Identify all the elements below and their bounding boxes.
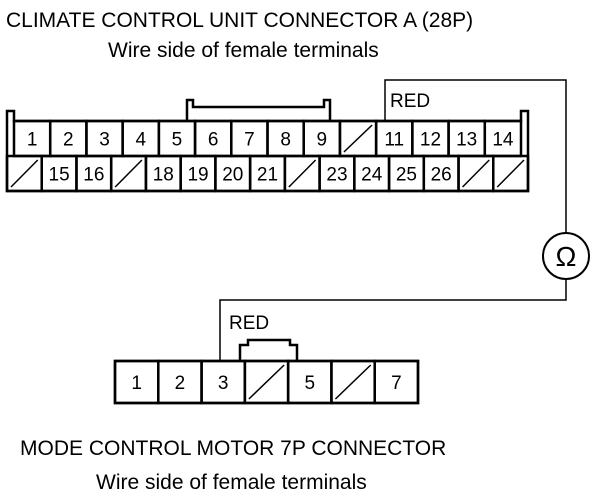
connector-a-row2-pin-number: 21: [257, 165, 278, 186]
connector-a-subtitle: Wire side of female terminals: [108, 39, 379, 62]
connector-a-row2-pin-number: 26: [431, 165, 452, 186]
connector-a-row1-pin-number: 5: [172, 130, 183, 151]
motor-connector-pin-number: 7: [391, 373, 402, 394]
connector-a-row2-pin-number: 18: [153, 165, 174, 186]
connector-a-row1-cell: [338, 119, 378, 158]
motor-connector-empty-cavity-slash: [334, 364, 372, 400]
connector-a-row1-pin-number: 8: [280, 130, 291, 151]
connector-a-row1-cell: 11: [374, 119, 414, 158]
connector-a-row1-cell: 3: [85, 119, 124, 158]
connector-a-row2-cell: [5, 154, 43, 193]
motor-connector-cavity: [373, 359, 420, 405]
connector-a-row1-cell: 9: [302, 119, 342, 158]
motor-connector-pin-number: 2: [175, 373, 186, 394]
connector-a-row1-pin-number: 3: [99, 130, 110, 151]
connector-a-row1-pin-number: 12: [420, 130, 441, 151]
connector-a-row2-cell: 20: [214, 154, 252, 193]
connector-a-row2-cell: [109, 154, 148, 193]
motor-connector-latch: [238, 338, 299, 361]
motor-connector-empty-cavity-slash: [248, 364, 285, 400]
connector-a-row2-cell: 16: [75, 154, 113, 193]
connector-a-row2-pin-number: 23: [326, 165, 347, 186]
ohmmeter-circle: [542, 232, 590, 280]
connector-a-row1-cell: 8: [266, 119, 305, 158]
connector-a-row2-cavity: [492, 154, 530, 193]
connector-a-row2-cell: [492, 154, 530, 193]
connector-a-row1-cell: 13: [447, 119, 487, 158]
connector-a-row2-empty-cavity-slash: [114, 159, 143, 188]
motor-connector-cells: 1 2 3 5 7: [113, 359, 420, 405]
connector-a-row2-pin-number: 16: [83, 165, 104, 186]
connector-a-row2-cell: 25: [387, 154, 426, 193]
connector-a-row1-pin-number: 14: [492, 130, 514, 151]
connector-a-row2-cell: [283, 154, 321, 193]
motor-connector-cell: 3: [200, 359, 247, 405]
motor-connector-pin-number: 3: [218, 373, 229, 394]
motor-connector: 1 2 3 5 7: [113, 338, 420, 405]
connector-a-row2-cell: 15: [40, 154, 78, 193]
motor-connector-cell: 5: [286, 359, 333, 405]
bottom-wire-color-label: RED: [229, 313, 269, 334]
connector-a-row1-cell: 1: [12, 119, 52, 158]
connector-a-row1-cell: 12: [411, 119, 450, 158]
connector-a-row1-pin-number: 11: [384, 130, 404, 151]
top-wire: [384, 79, 567, 232]
connector-a-row2-empty-cavity-slash: [10, 159, 39, 188]
bottom-wire: [219, 280, 567, 361]
connector-a-row1-pin-number: 7: [244, 130, 255, 151]
connector-a-row1-pin-number: 2: [63, 130, 74, 151]
motor-connector-pin-number: 5: [304, 373, 315, 394]
connector-a-row1-pin-number: 6: [208, 130, 219, 151]
ohm-icon: Ω: [556, 241, 577, 272]
connector-a-row2-cell: 19: [179, 154, 217, 193]
connector-a-row2-pin-number: 24: [361, 165, 383, 186]
connector-a-row2-cell: 24: [353, 154, 391, 193]
motor-connector-cell: 2: [157, 359, 203, 405]
connector-a-row2-pin-number: 20: [222, 165, 243, 186]
motor-connector-pin-number: 1: [131, 373, 142, 394]
connector-a-row1-cell: 14: [483, 119, 523, 158]
connector-a-row1-cell: 7: [230, 119, 269, 158]
connector-a-row2-cell: 26: [422, 154, 460, 193]
connector-a-row2-cell: 23: [318, 154, 356, 193]
motor-connector-cell: 7: [373, 359, 420, 405]
connector-a-row1-pin-number: 4: [135, 130, 146, 151]
connector-a-row1-pin-number: 9: [317, 130, 328, 151]
connector-a-row2-empty-cavity-slash: [496, 159, 525, 188]
motor-connector-title: MODE CONTROL MOTOR 7P CONNECTOR: [20, 437, 446, 460]
connector-a-row1-cell: 4: [121, 119, 161, 158]
connector-a-row2-cell: [457, 154, 495, 193]
top-wire-color-label: RED: [390, 91, 430, 112]
connector-a-row2-cell: 18: [144, 154, 182, 193]
motor-connector-cell: [243, 359, 290, 405]
motor-connector-cell: 1: [113, 359, 160, 405]
connector-a-row2-empty-cavity-slash: [462, 159, 490, 188]
connector-a-row1-pin-number: 13: [456, 130, 477, 151]
meter-circuit: [219, 79, 590, 361]
connector-a-title: CLIMATE CONTROL UNIT CONNECTOR A (28P): [6, 9, 473, 32]
connector-a-row2: 15 16 18 19 20 21 23 24 25 26: [5, 154, 530, 193]
connector-a-row2-empty-cavity-slash: [288, 159, 317, 188]
connector-a-row1-cell: 5: [157, 119, 197, 158]
motor-connector-cell: [330, 359, 376, 405]
connector-a-row1-empty-cavity-slash: [343, 124, 373, 153]
connector-a-row2-pin-number: 25: [396, 165, 417, 186]
connector-a-row2-pin-number: 15: [49, 165, 70, 186]
connector-a-row2-pin-number: 19: [187, 165, 208, 186]
connector-a-row1-pin-number: 1: [27, 130, 38, 151]
motor-connector-subtitle: Wire side of female terminals: [96, 471, 367, 494]
connector-a-lock-tab: [185, 98, 332, 121]
connector-a-row2-cell: 21: [248, 154, 287, 193]
connector-a-row1-cell: 2: [48, 119, 88, 158]
connector-a-row1-cell: 6: [193, 119, 233, 158]
